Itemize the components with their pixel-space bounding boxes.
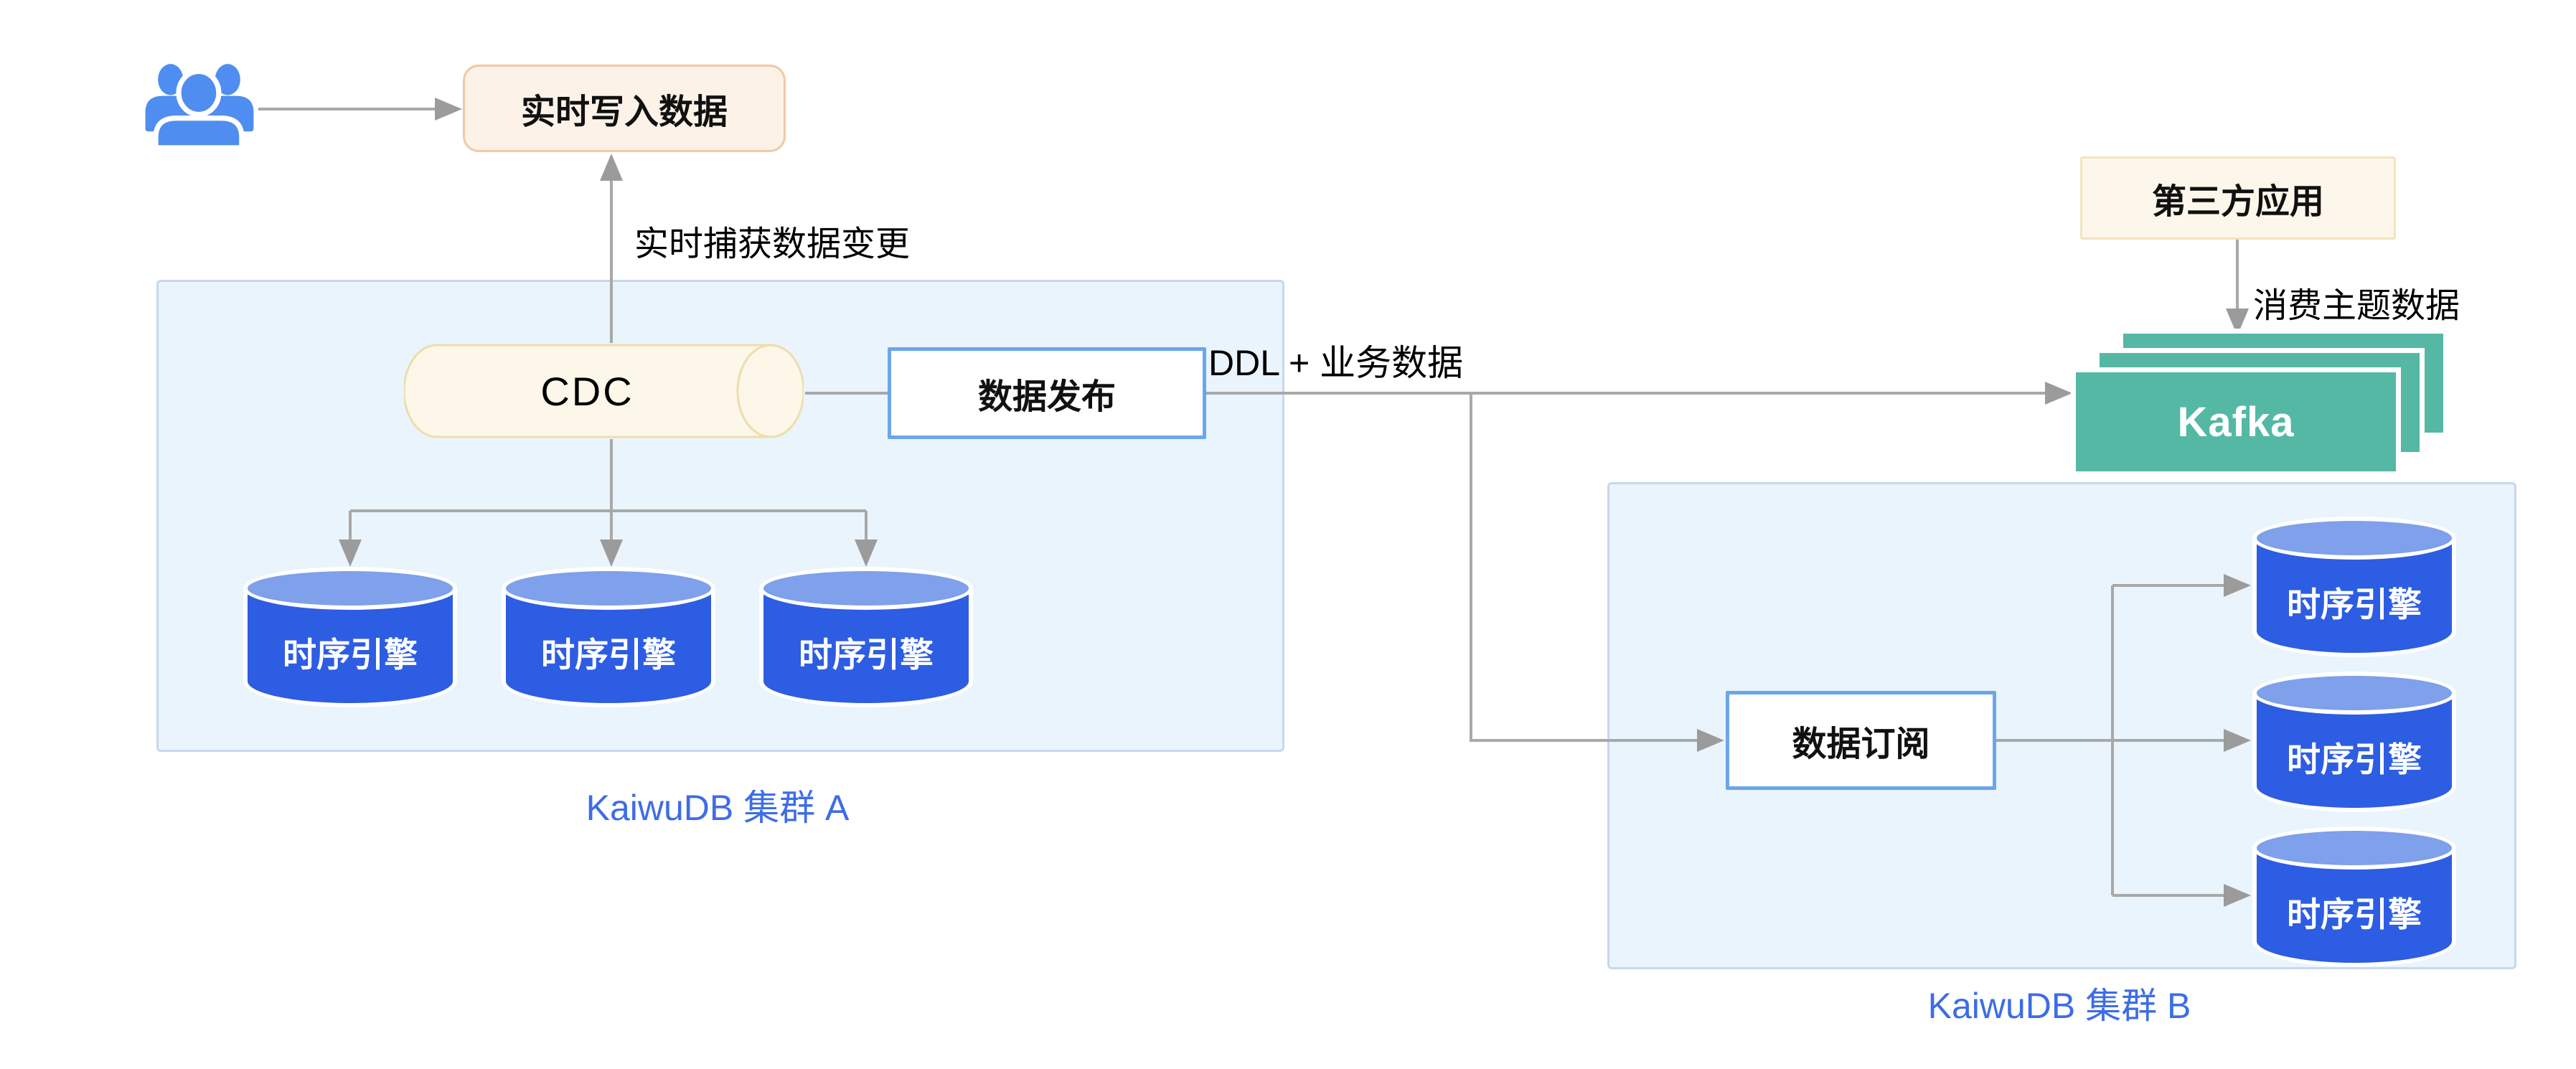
engine-label: 时序引擎	[2287, 585, 2422, 623]
cylinder-top	[2252, 827, 2456, 870]
arrowheads	[339, 98, 2251, 907]
data-subscribe-node: 数据订阅	[1726, 691, 1996, 790]
data-subscribe-label: 数据订阅	[1792, 725, 1930, 763]
cluster-a-label: KaiwuDB 集群 A	[586, 788, 850, 828]
cylinder-top	[759, 567, 973, 610]
cylinder-top	[2252, 672, 2456, 715]
cylinder-top	[2252, 517, 2456, 560]
data-publish-label: 数据发布	[977, 378, 1116, 416]
ddl-business-data-annotation: DDL + 业务数据	[1208, 343, 1464, 383]
cluster-b-label: KaiwuDB 集群 B	[1927, 986, 2191, 1026]
cluster-a-engine-3: 时序引擎	[759, 567, 973, 707]
engine-label: 时序引擎	[541, 636, 676, 674]
engine-label: 时序引擎	[283, 636, 418, 674]
cluster-b-engine-1: 时序引擎	[2252, 517, 2456, 657]
kafka-label: Kafka	[2177, 398, 2295, 446]
cylinder-body	[2252, 693, 2456, 812]
cylinder-top	[502, 567, 715, 610]
kafka-node: Kafka	[2071, 367, 2401, 476]
realtime-write-node: 实时写入数据	[463, 65, 786, 152]
cdc-shape	[403, 344, 805, 438]
data-publish-node: 数据发布	[888, 347, 1206, 439]
third-party-app-node: 第三方应用	[2080, 156, 2396, 240]
cylinder-top	[243, 567, 457, 610]
cdc-label: CDC	[540, 368, 634, 414]
consume-topic-annotation: 消费主题数据	[2253, 287, 2460, 325]
engine-label: 时序引擎	[799, 636, 934, 674]
cluster-a-engine-2: 时序引擎	[502, 567, 715, 707]
cluster-a-engine-1: 时序引擎	[243, 567, 457, 707]
realtime-write-label: 实时写入数据	[520, 93, 728, 131]
cdc-node: CDC	[403, 343, 805, 439]
users-group-icon	[145, 64, 254, 149]
engine-label: 时序引擎	[2287, 895, 2422, 933]
third-party-label: 第三方应用	[2151, 183, 2324, 221]
cluster-b-engine-2: 时序引擎	[2252, 672, 2456, 812]
cluster-b-engine-3: 时序引擎	[2252, 827, 2456, 967]
capture-change-annotation: 实时捕获数据变更	[634, 225, 911, 263]
engine-label: 时序引擎	[2287, 740, 2422, 778]
